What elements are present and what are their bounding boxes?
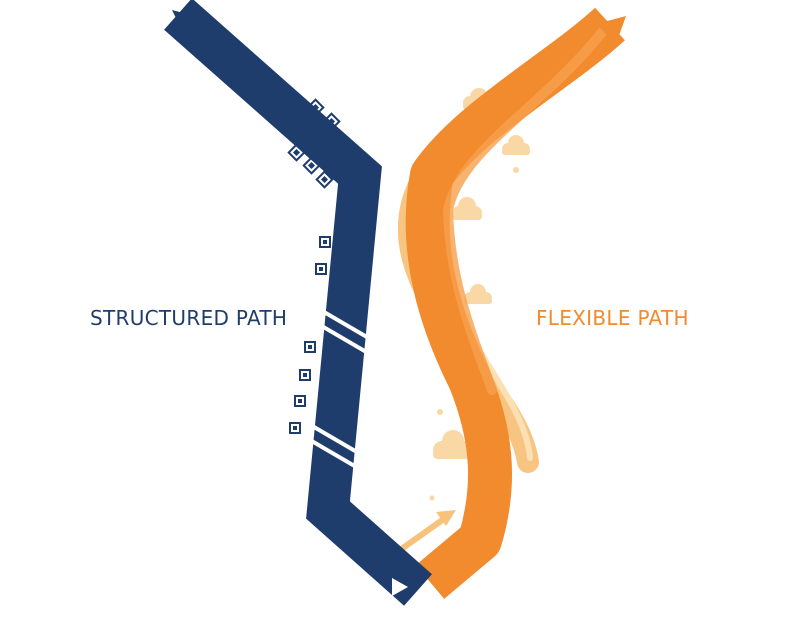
structured-path-label: STRUCTURED PATH [90, 306, 288, 330]
cloud-icon [464, 284, 492, 304]
square-marker-icon [292, 103, 336, 430]
structured-path [164, 0, 432, 606]
cloud-icon [502, 135, 530, 155]
square-marker-icon [287, 98, 341, 434]
cloud-icon [433, 430, 473, 459]
play-triangle-icon [392, 578, 408, 596]
flexible-path-label: FLEXIBLE PATH [536, 306, 689, 330]
cloud-icon [452, 197, 482, 220]
flexible-path [397, 7, 626, 599]
